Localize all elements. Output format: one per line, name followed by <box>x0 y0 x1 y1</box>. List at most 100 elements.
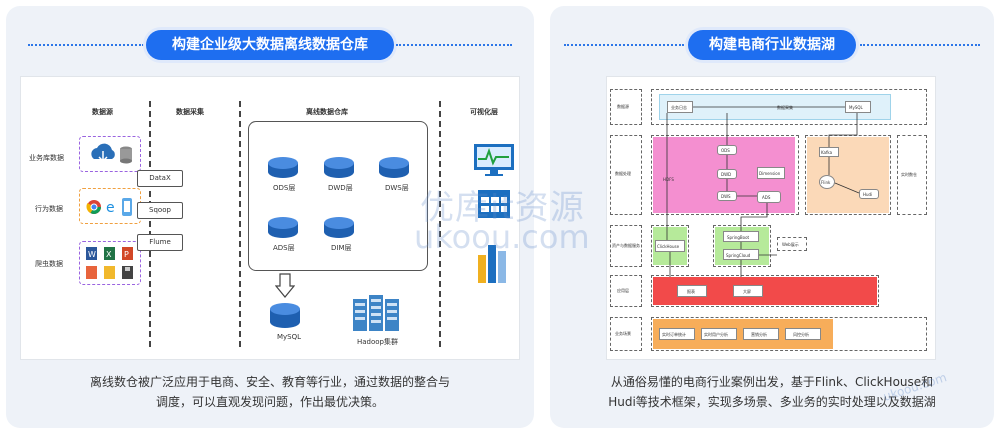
mysql-disk-icon <box>270 303 300 328</box>
column-header-collect: 数据采集 <box>176 108 204 116</box>
tool-datax: DataX <box>137 170 183 187</box>
dim-disk-icon <box>324 217 354 238</box>
application-cell <box>651 275 879 307</box>
panel-title: 构建企业级大数据离线数据仓库 <box>146 30 394 60</box>
scene-label: 营销分析 <box>751 332 767 337</box>
cloud-database-icon <box>91 143 132 164</box>
row-label-cell <box>610 89 642 125</box>
springboot-node <box>723 231 759 242</box>
scene-label: 实时订单统计 <box>662 332 686 337</box>
springcloud-label: SpringCloud <box>726 253 751 258</box>
springcloud-node <box>723 249 759 260</box>
hadoop-servers-icon <box>353 295 399 331</box>
kafka-label: Kafka <box>821 150 833 155</box>
row-label-cell <box>610 135 642 215</box>
business-log-box <box>667 101 693 113</box>
scene-node <box>659 328 695 340</box>
tool-flume: Flume <box>137 234 183 251</box>
column-divider <box>439 101 441 347</box>
table-icon <box>478 190 510 218</box>
scene-node <box>743 328 779 340</box>
hdfs-label: HDFS <box>663 177 674 182</box>
source-row <box>651 89 927 125</box>
scene-cell <box>651 317 927 351</box>
kafka-node <box>819 147 839 157</box>
watermark-text: ukoou.com <box>414 218 590 256</box>
hadoop-label: Hadoop集群 <box>357 338 399 346</box>
layer-dim: DIM层 <box>331 244 352 252</box>
clickhouse-node <box>655 240 685 252</box>
realtime-cell <box>805 135 891 215</box>
ods-node <box>717 145 737 155</box>
row-label-processing: 数据处理 <box>615 171 631 176</box>
description-line-1: 从通俗易懂的电商行业案例出发，基于Flink、ClickHouse和 <box>610 375 934 389</box>
svg-text:e: e <box>106 200 115 216</box>
watermark-text: 优库it资源 <box>420 188 585 228</box>
clickhouse-label: ClickHouse <box>657 244 680 249</box>
dimension-node <box>757 167 785 179</box>
row-label-application: 应用层 <box>617 288 629 293</box>
data-lake-panel: 构建电商行业数据湖 数据源 数据处理 资产与数据服务 应用层 业务场景 业务日志… <box>550 6 994 428</box>
layer-ods: ODS层 <box>273 184 296 192</box>
dwd-label: DWD <box>721 172 732 177</box>
warehouse-box <box>248 121 428 271</box>
behavior-source-box: e <box>79 188 141 224</box>
flink-node <box>819 175 835 189</box>
connector-lines <box>666 106 860 277</box>
dimension-label: Dimension <box>759 171 781 176</box>
mysql-box <box>845 101 871 113</box>
row-label-db: 业务库数据 <box>29 154 64 162</box>
scene-label: 实时用户分析 <box>704 332 728 337</box>
down-arrow-icon <box>275 273 295 298</box>
dws-label: DWS <box>721 194 731 199</box>
column-header-warehouse: 离线数据仓库 <box>306 108 348 116</box>
title-row: 构建企业级大数据离线数据仓库 <box>6 30 534 60</box>
collect-label: 数据采集 <box>777 105 793 110</box>
row-label-scenes: 业务场景 <box>615 331 631 336</box>
ads-label: ADS <box>762 195 771 200</box>
title-row: 构建电商行业数据湖 <box>550 30 994 60</box>
side-label: 实时数仓 <box>901 172 917 177</box>
column-divider <box>239 101 241 347</box>
tool-sqoop: Sqoop <box>137 202 183 219</box>
monitor-chart-icon <box>474 144 514 176</box>
hudi-label: Hudi <box>863 192 873 197</box>
svg-text:W: W <box>88 250 96 259</box>
offline-architecture-diagram: 数据源 数据采集 离线数据仓库 可视化层 业务库数据 行为数据 爬虫数据 <box>20 76 520 360</box>
svg-text:X: X <box>106 250 112 259</box>
row-label-crawler: 爬虫数据 <box>35 260 63 268</box>
layer-ads: ADS层 <box>273 244 295 252</box>
title-dotted-line-right <box>860 44 980 46</box>
crawler-source-box: W X P <box>79 241 141 285</box>
column-header-visual: 可视化层 <box>470 108 498 116</box>
row-label-cell <box>610 225 642 267</box>
scene-node <box>785 328 821 340</box>
ods-label: ODS <box>721 148 730 153</box>
scene-label: 风控分析 <box>793 332 809 337</box>
web-cell <box>777 237 807 251</box>
panel-description: 离线数仓被广泛应用于电商、安全、教育等行业，通过数据的整合与 调度，可以直观发现… <box>20 372 520 412</box>
mysql-label: MySQL <box>849 105 863 110</box>
report-node <box>677 285 707 297</box>
service-cell <box>713 225 771 267</box>
description-line-1: 离线数仓被广泛应用于电商、安全、教育等行业，通过数据的整合与 <box>89 375 450 389</box>
description-line-2: Hudi等技术框架，实现多场景、多业务的实时处理以及数据湖 <box>608 395 936 409</box>
springboot-label: SpringBoot <box>727 235 750 240</box>
row-label-source: 数据源 <box>617 104 629 109</box>
dashboard-label: 大屏 <box>743 289 751 294</box>
hudi-node <box>859 189 879 199</box>
data-lake-architecture-diagram: 数据源 数据处理 资产与数据服务 应用层 业务场景 业务日志 数据采集 MySQ… <box>606 76 936 360</box>
panel-description: 从通俗易懂的电商行业案例出发，基于Flink、ClickHouse和 Hudi等… <box>570 372 974 412</box>
ads-disk-icon <box>268 217 298 238</box>
column-header-sources: 数据源 <box>92 108 113 116</box>
layer-dws: DWS层 <box>385 184 409 192</box>
report-label: 报表 <box>687 289 695 294</box>
db-source-box <box>79 136 141 172</box>
title-dotted-line-left <box>28 44 144 46</box>
row-label-cell <box>610 275 642 307</box>
row-label-behavior: 行为数据 <box>35 205 63 213</box>
description-line-2: 调度，可以直观发现问题，作出最优决策。 <box>155 395 384 409</box>
panel-title: 构建电商行业数据湖 <box>688 30 856 60</box>
side-cell <box>897 135 927 215</box>
column-divider <box>149 101 151 347</box>
